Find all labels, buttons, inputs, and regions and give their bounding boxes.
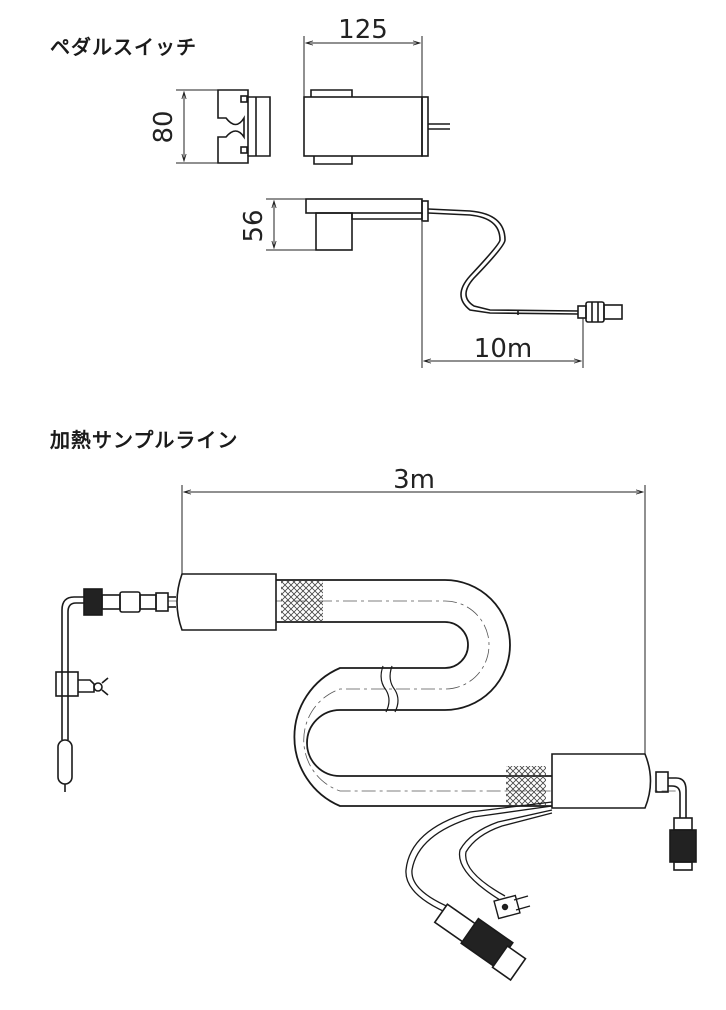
dimension-125 bbox=[303, 36, 423, 97]
pedal-top-view bbox=[303, 89, 450, 165]
thermocouple-plug bbox=[493, 894, 531, 920]
pedal-front-view bbox=[305, 198, 623, 323]
break-mark bbox=[380, 665, 390, 713]
dimension-56 bbox=[266, 198, 316, 251]
dim-125-label: 125 bbox=[338, 15, 388, 45]
braided-mesh bbox=[281, 581, 323, 621]
heated-hose bbox=[276, 579, 552, 807]
dim-10m-label: 10m bbox=[474, 334, 532, 364]
hose-centerline bbox=[168, 600, 676, 792]
right-end-fitting bbox=[551, 753, 697, 871]
braided-mesh bbox=[506, 766, 546, 805]
dimension-3m bbox=[181, 485, 646, 754]
pedal-side-view bbox=[217, 89, 271, 164]
break-mark bbox=[389, 665, 399, 713]
dimension-80 bbox=[176, 89, 218, 164]
left-end-fitting bbox=[55, 573, 277, 792]
heated-sample-line-title: 加熱サンプルライン bbox=[50, 428, 239, 452]
lead-wires bbox=[405, 801, 553, 916]
pedal-switch-title: ペダルスイッチ bbox=[50, 35, 197, 59]
dim-56-label: 56 bbox=[239, 209, 269, 242]
dim-3m-label: 3m bbox=[393, 465, 435, 495]
dimension-10m bbox=[421, 222, 584, 368]
power-connector bbox=[433, 903, 527, 982]
dim-80-label: 80 bbox=[149, 110, 179, 143]
